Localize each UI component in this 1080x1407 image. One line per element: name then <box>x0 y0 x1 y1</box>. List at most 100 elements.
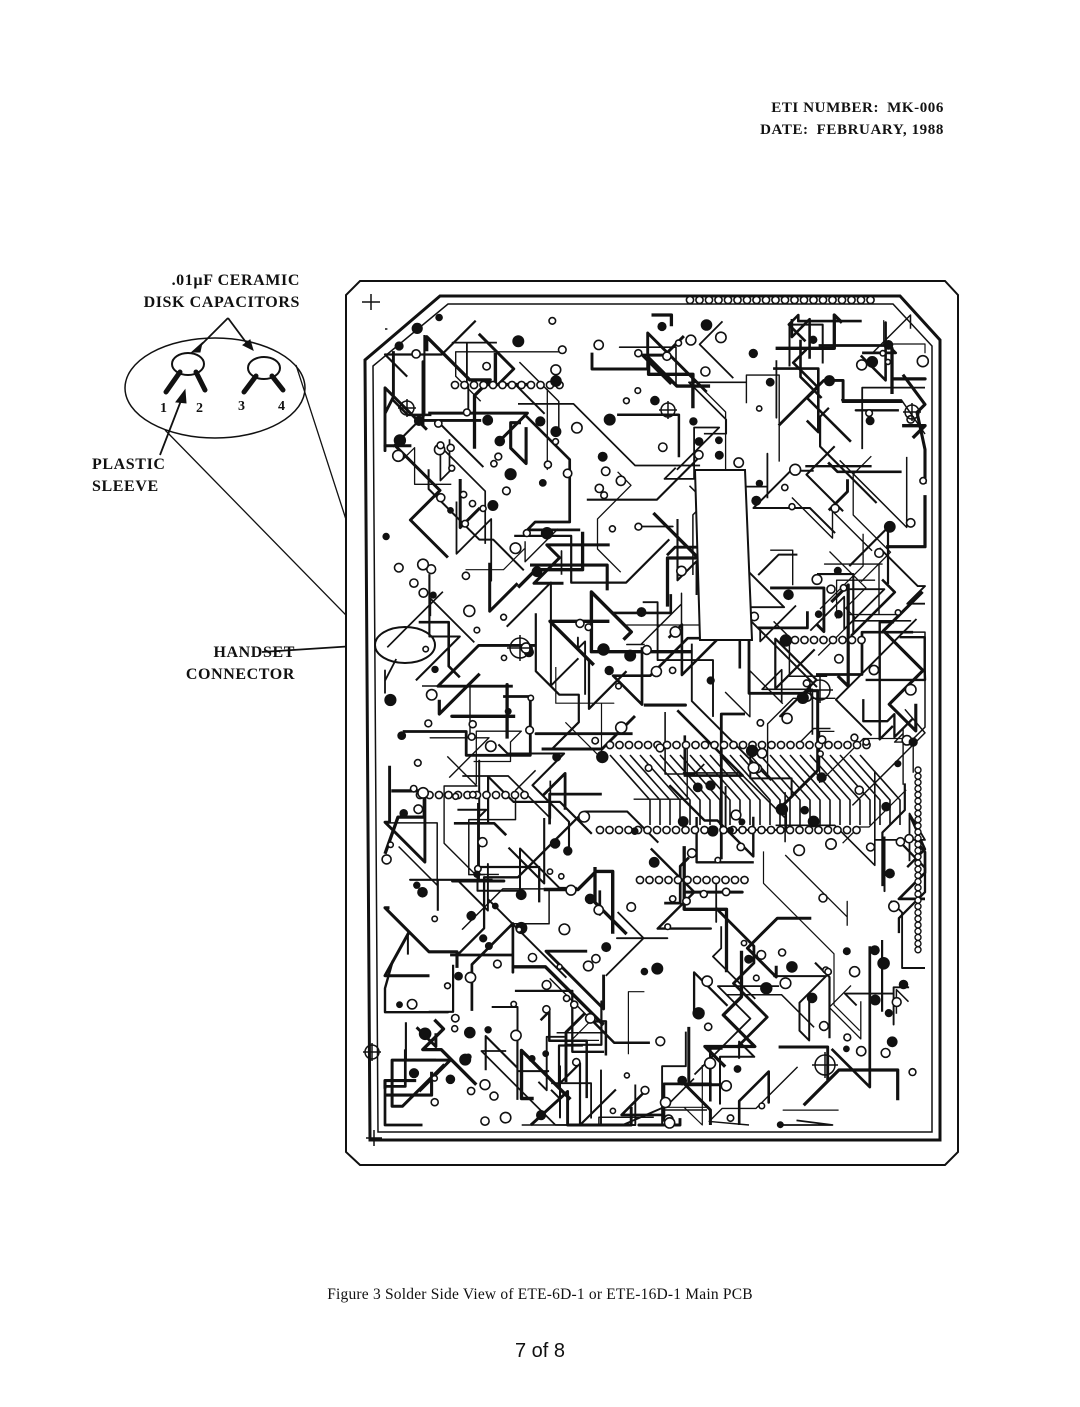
pcb-pad <box>729 740 738 750</box>
pcb-pad <box>914 865 922 873</box>
pcb-via <box>824 967 833 976</box>
pcb-trace <box>473 730 522 785</box>
pcb-via <box>720 1080 733 1092</box>
pcb-bus-trace <box>799 754 841 825</box>
pcb-via <box>558 923 571 936</box>
pcb-pad <box>852 740 862 750</box>
pcb-pad <box>742 295 752 305</box>
pcb-pad <box>747 825 757 835</box>
pcb-via <box>510 1000 518 1008</box>
pcb-via <box>699 889 709 899</box>
capacitor-left-lead-b <box>193 369 208 393</box>
pcb-pad <box>469 380 479 390</box>
pcb-via <box>880 1047 891 1059</box>
pcb-trace <box>828 985 862 1040</box>
pcb-trace <box>383 319 477 378</box>
pcb-trace <box>883 320 926 354</box>
pcb-bus-trace <box>639 754 681 825</box>
pcb-via <box>905 517 916 528</box>
pcb-via <box>758 1102 766 1110</box>
pcb-trace <box>640 335 685 386</box>
capacitor-callout-line2: DISK CAPACITORS <box>143 294 300 311</box>
pcb-via <box>855 1045 867 1057</box>
pcb-via <box>479 504 487 513</box>
pcb-via <box>406 998 418 1010</box>
plastic-sleeve-line2: SLEEVE <box>92 478 159 495</box>
pcb-trace <box>564 1012 586 1083</box>
pcb-via <box>765 377 775 387</box>
pcb-pad <box>833 825 842 835</box>
pcb-trace <box>777 378 903 427</box>
pcb-pad <box>838 635 847 645</box>
pcb-pad <box>605 740 615 750</box>
pcb-via <box>862 738 871 746</box>
pcb-via <box>615 475 627 487</box>
pcb-pad <box>664 875 673 885</box>
pcb-trace <box>555 667 615 759</box>
pcb-via <box>641 644 652 656</box>
pcb-via <box>807 815 820 828</box>
pcb-via <box>692 782 703 793</box>
pcb-via <box>504 468 517 481</box>
pcb-trace <box>605 911 669 977</box>
pcb-trace <box>548 792 602 825</box>
pcb-via <box>898 979 909 990</box>
pcb-trace <box>611 594 673 615</box>
pcb-pad <box>856 295 866 305</box>
pcb-bus-trace <box>829 754 871 825</box>
pcb-trace <box>773 975 828 1042</box>
pcb-pad <box>866 295 875 305</box>
pcb-pad <box>914 871 922 880</box>
pcb-via <box>468 719 478 729</box>
pcb-via <box>562 994 571 1003</box>
pcb-via <box>416 558 430 571</box>
pcb-via <box>391 449 405 463</box>
pcb-via <box>454 971 463 981</box>
pin-label-4: 4 <box>278 399 285 414</box>
pcb-via <box>433 419 443 428</box>
sleeve-arrow-line <box>159 397 183 456</box>
pcb-via <box>599 491 609 500</box>
pcb-pad <box>914 890 922 898</box>
pcb-trace <box>587 661 628 710</box>
pcb-via <box>601 942 612 953</box>
pcb-trace <box>745 374 780 462</box>
pcb-trace <box>461 888 550 931</box>
pcb-via <box>681 896 691 906</box>
pcb-via <box>597 643 610 656</box>
pcb-via <box>694 437 704 446</box>
pcb-via <box>494 435 506 447</box>
pcb-via <box>542 1004 551 1014</box>
pcb-trace <box>544 949 606 1011</box>
pcb-pad <box>843 740 852 750</box>
pcb-via <box>868 664 880 676</box>
pcb-via <box>659 1096 672 1109</box>
pcb-pad <box>738 825 747 835</box>
pcb-trace <box>637 1118 682 1127</box>
pin-label-2: 2 <box>196 401 203 416</box>
pcb-pad <box>847 635 857 645</box>
pcb-via <box>879 349 887 357</box>
pcb-via <box>714 450 724 460</box>
pcb-pad <box>501 790 510 800</box>
pcb-bus-trace <box>609 754 651 825</box>
pcb-via <box>714 856 722 864</box>
pcb-pad <box>719 825 728 835</box>
pcb-trace <box>551 1082 592 1119</box>
pcb-via <box>461 519 470 528</box>
pcb-via <box>429 591 437 599</box>
pcb-trace <box>682 772 786 843</box>
pcb-trace <box>784 854 848 926</box>
pcb-via <box>865 842 876 852</box>
pcb-via <box>604 665 614 676</box>
pcb-via <box>461 571 471 581</box>
pcb-via <box>726 826 734 834</box>
pcb-via <box>788 502 796 511</box>
pcb-trace <box>773 367 820 434</box>
pcb-pad <box>643 825 652 835</box>
pcb-via <box>501 486 512 496</box>
pcb-via <box>548 316 557 326</box>
pcb-pad <box>450 380 460 390</box>
pcb-via <box>779 977 792 990</box>
